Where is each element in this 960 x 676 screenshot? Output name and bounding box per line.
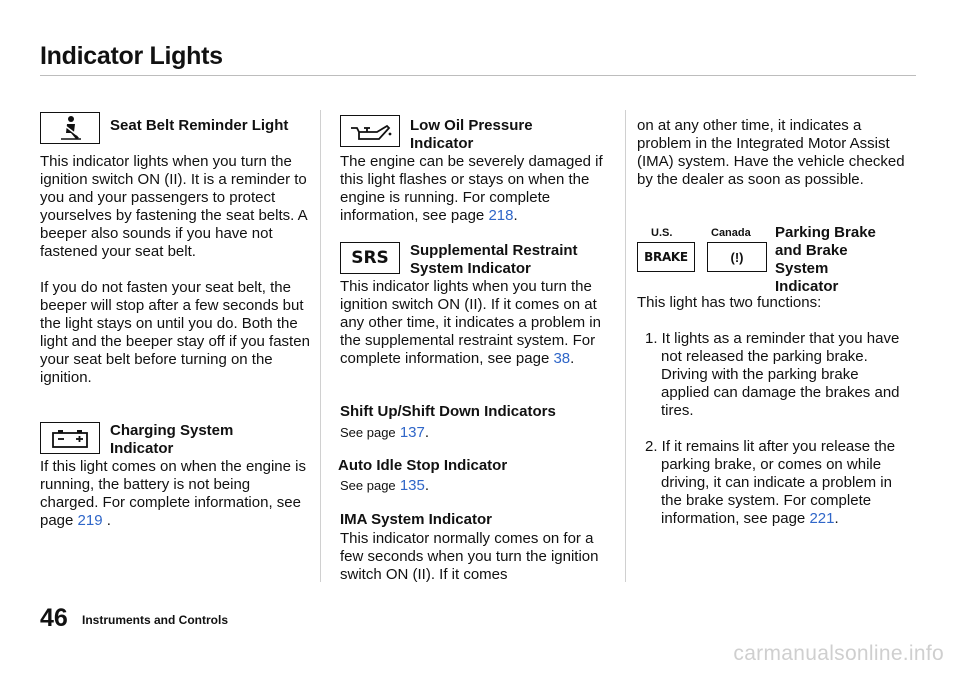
charging-paragraph: If this light comes on when the engine i… [40, 458, 306, 529]
srs-icon: SRS [340, 242, 400, 274]
canada-label: Canada [711, 227, 751, 239]
srs-heading-line-2: System Indicator [410, 260, 531, 277]
parking-heading-line-3: System [775, 260, 829, 277]
page-number: 46 [40, 604, 68, 632]
column-divider [320, 110, 321, 582]
charging-page-link[interactable]: 219 [77, 512, 103, 529]
parking-heading-line-1: Parking Brake [775, 224, 876, 241]
seat-belt-icon [40, 112, 100, 144]
seat-belt-heading: Seat Belt Reminder Light [110, 117, 289, 134]
shift-page-link[interactable]: 137 [399, 424, 425, 441]
function-item-2: 2. If it remains lit after you release t… [645, 438, 896, 527]
brake-icon: BRAKE [637, 242, 695, 272]
parking-heading-line-4: Indicator [775, 278, 839, 295]
brake-page-link[interactable]: 221 [809, 510, 835, 527]
shift-heading: Shift Up/Shift Down Indicators [340, 403, 556, 420]
function-item-1: 1. It lights as a reminder that you have… [645, 330, 900, 419]
battery-icon [40, 422, 100, 454]
column-divider [625, 110, 626, 582]
section-name: Instruments and Controls [82, 613, 229, 627]
ima-paragraph: This indicator normally comes on for a f… [340, 530, 599, 583]
oil-paragraph: The engine can be severely damaged if th… [340, 153, 603, 224]
seat-belt-paragraph-1: This indicator lights when you turn the … [40, 153, 307, 260]
header-rule [40, 75, 916, 76]
auto-idle-see-page: See page 135. [340, 477, 430, 494]
oil-can-icon [340, 115, 400, 147]
parking-heading-line-2: and Brake [775, 242, 848, 259]
srs-heading-line-1: Supplemental Restraint [410, 242, 578, 259]
functions-intro: This light has two functions: [637, 294, 822, 311]
charging-heading-line-1: Charging System [110, 422, 234, 439]
ima-heading: IMA System Indicator [340, 511, 492, 528]
charging-heading-line-2: Indicator [110, 440, 174, 457]
us-label: U.S. [651, 227, 673, 239]
seat-belt-paragraph-2: If you do not fasten your seat belt, the… [40, 279, 310, 386]
srs-paragraph: This indicator lights when you turn the … [340, 278, 601, 367]
ima-paragraph-continued: on at any other time, it indicates a pro… [637, 117, 905, 188]
page-title: Indicator Lights [40, 42, 223, 70]
srs-page-link[interactable]: 38 [553, 350, 571, 367]
oil-heading-line-2: Indicator [410, 135, 474, 152]
auto-idle-page-link[interactable]: 135 [399, 477, 425, 494]
watermark: carmanualsonline.info [733, 642, 944, 665]
brake-warning-icon: (!) [707, 242, 767, 272]
oil-heading-line-1: Low Oil Pressure [410, 117, 533, 134]
auto-idle-heading: Auto Idle Stop Indicator [338, 457, 508, 474]
shift-see-page: See page 137. [340, 424, 430, 441]
oil-page-link[interactable]: 218 [488, 207, 514, 224]
